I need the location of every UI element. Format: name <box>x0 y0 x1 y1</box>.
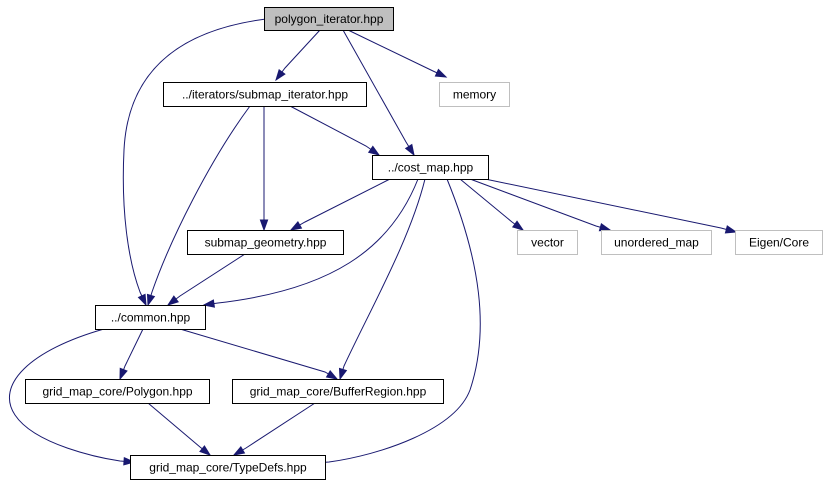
node-label: Eigen/Core <box>749 236 809 250</box>
edge-polygon-to-type_defs <box>147 402 212 456</box>
edge-polygon_iterator-to-memory <box>347 29 448 78</box>
edge-submap_iterator-to-common <box>146 105 251 307</box>
node-box <box>232 379 444 404</box>
edge-polygon_iterator-to-common <box>122 18 267 307</box>
arrowhead <box>275 69 286 82</box>
node-label: polygon_iterator.hpp <box>275 12 384 26</box>
arrowhead <box>146 293 156 307</box>
edge-buffer_region-to-type_defs <box>232 402 316 456</box>
edge-line <box>122 18 267 306</box>
arrowhead <box>259 219 269 232</box>
node-box <box>95 305 206 330</box>
arrowhead <box>367 145 381 156</box>
edge-submap_iterator-to-cost_map <box>289 105 381 156</box>
arrowhead <box>404 143 415 157</box>
arrowhead <box>166 295 179 306</box>
node-label: vector <box>531 236 564 250</box>
edge-common-to-buffer_region <box>179 328 339 380</box>
edge-polygon_iterator-to-cost_map <box>342 29 415 157</box>
node-box <box>601 230 712 255</box>
arrowhead <box>511 220 525 231</box>
node-submap-iterator[interactable]: ../iterators/submap_iterator.hpp <box>163 82 367 107</box>
edge-line <box>9 328 135 463</box>
node-box <box>187 230 344 255</box>
edge-line <box>147 105 251 306</box>
arrowhead <box>338 367 348 381</box>
edge-submap_geometry-to-common <box>166 253 246 306</box>
edge-line <box>203 178 419 306</box>
node-label: grid_map_core/BufferRegion.hpp <box>250 385 427 399</box>
edge-cost_map-to-eigen_core <box>484 178 738 234</box>
node-box <box>517 230 578 255</box>
edge-line <box>347 29 447 78</box>
node-box <box>439 82 510 107</box>
arrowhead <box>202 299 216 308</box>
node-label: grid_map_core/Polygon.hpp <box>42 385 192 399</box>
node-box <box>264 7 394 31</box>
edge-line <box>147 402 211 456</box>
node-label: grid_map_core/TypeDefs.hpp <box>149 461 307 475</box>
nodes-layer: polygon_iterator.hpp ../iterators/submap_… <box>25 7 823 480</box>
edge-line <box>289 105 380 156</box>
node-polygon-iterator: polygon_iterator.hpp <box>264 7 394 31</box>
edge-common-to-type_defs <box>9 328 136 466</box>
edge-line <box>339 178 426 380</box>
edge-line <box>167 253 246 306</box>
arrowhead <box>724 225 738 234</box>
node-label: ../cost_map.hpp <box>388 161 474 175</box>
arrowhead <box>289 221 303 231</box>
node-cost-map[interactable]: ../cost_map.hpp <box>372 155 489 180</box>
edge-common-to-polygon <box>119 328 144 381</box>
node-label: ../common.hpp <box>111 311 191 325</box>
node-eigen-core: Eigen/Core <box>735 230 823 255</box>
edge-cost_map-to-common <box>202 178 419 308</box>
edge-submap_iterator-to-submap_geometry <box>259 106 269 232</box>
edge-line <box>314 178 481 464</box>
node-vector: vector <box>517 230 578 255</box>
arrowhead <box>123 456 136 466</box>
edges-layer <box>9 18 738 467</box>
node-label: submap_geometry.hpp <box>205 236 327 250</box>
node-buffer-region[interactable]: grid_map_core/BufferRegion.hpp <box>232 379 444 404</box>
edge-line <box>484 178 737 233</box>
node-polygon[interactable]: grid_map_core/Polygon.hpp <box>25 379 210 404</box>
edge-line <box>290 178 391 231</box>
node-type-defs[interactable]: grid_map_core/TypeDefs.hpp <box>130 455 326 480</box>
arrowhead <box>137 293 147 307</box>
edge-cost_map-to-submap_geometry <box>289 178 391 231</box>
arrowhead <box>232 445 246 456</box>
edge-polygon_iterator-to-submap_iterator <box>275 29 321 82</box>
node-box <box>372 155 489 180</box>
arrowhead <box>199 445 212 456</box>
arrowhead <box>598 222 612 232</box>
node-label: memory <box>453 88 496 102</box>
node-submap-geometry[interactable]: submap_geometry.hpp <box>187 230 344 255</box>
arrowhead <box>434 68 448 78</box>
node-box <box>25 379 210 404</box>
edge-line <box>179 328 338 380</box>
node-box <box>735 230 823 255</box>
edge-cost_map-to-type_defs <box>313 178 481 467</box>
node-label: unordered_map <box>614 236 699 250</box>
node-memory: memory <box>439 82 510 107</box>
node-box <box>163 82 367 107</box>
arrowhead <box>119 367 128 381</box>
node-box <box>130 455 326 480</box>
node-common[interactable]: ../common.hpp <box>95 305 206 330</box>
arrowhead <box>325 369 339 380</box>
node-label: ../iterators/submap_iterator.hpp <box>182 88 348 102</box>
edge-cost_map-to-vector <box>459 178 525 231</box>
edge-cost_map-to-buffer_region <box>338 178 426 381</box>
node-unordered-map: unordered_map <box>601 230 712 255</box>
edge-line <box>233 402 316 456</box>
